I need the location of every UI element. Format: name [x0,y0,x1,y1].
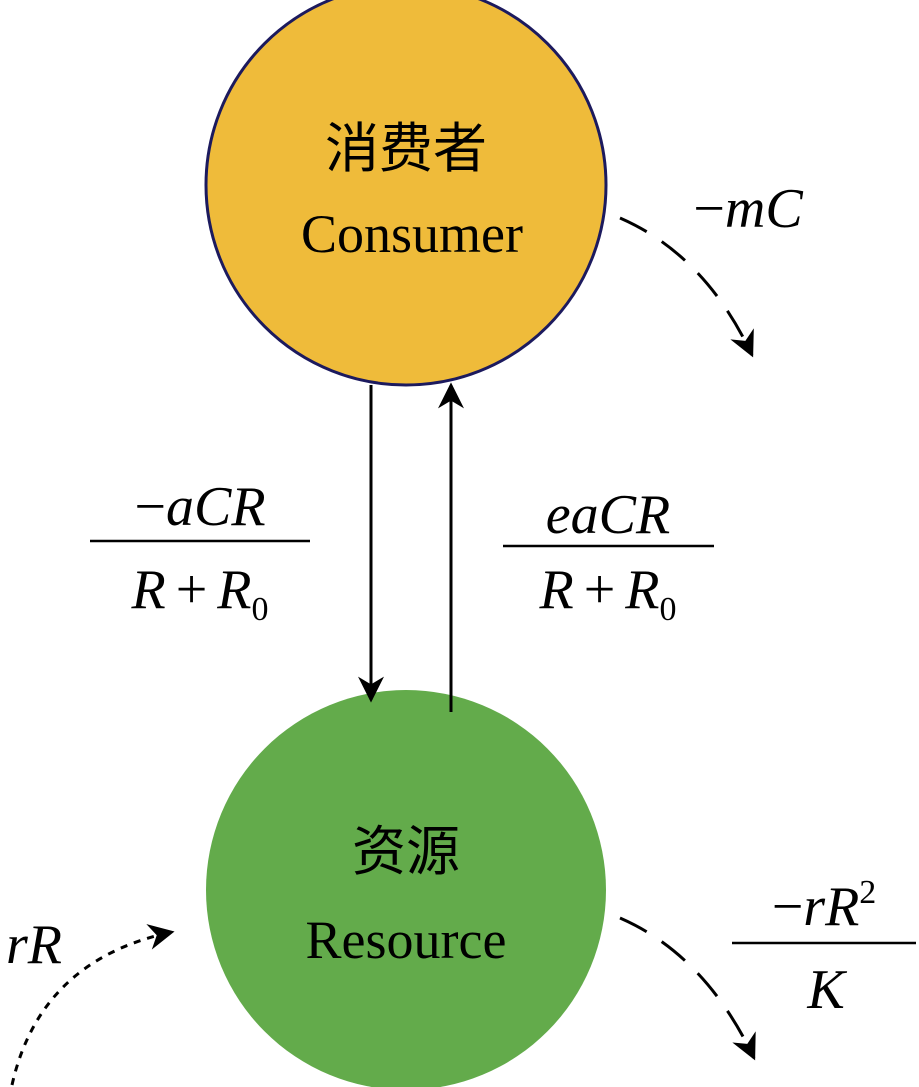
mortality-arrow [619,216,754,358]
mortality-term: −mC [693,178,803,240]
resource-label-en: Resource [306,910,507,970]
consumer-label-en: Consumer [301,204,523,264]
consumption-denominator: R+R0 [130,559,268,628]
growth-term: rR [6,914,62,976]
consumer-node: 消费者 Consumer [204,0,608,387]
conversion-denominator: R+R0 [538,559,676,628]
competition-denominator: K [806,959,847,1021]
conversion-term: eaCR R+R0 [503,484,714,628]
consumer-circle [204,0,608,387]
competition-term: −rR2 K [732,874,916,1021]
resource-node: 资源 Resource [206,690,606,1087]
conversion-numerator: eaCR [546,484,670,546]
growth-arrow [10,924,175,1086]
consumption-numerator: −aCR [134,476,265,538]
consumption-term: −aCR R+R0 [90,476,310,628]
resource-circle [206,690,606,1087]
competition-arrow [619,916,756,1061]
competition-numerator: −rR2 [772,874,877,938]
resource-label-cn: 资源 [352,820,460,883]
consumer-label-cn: 消费者 [325,117,487,180]
